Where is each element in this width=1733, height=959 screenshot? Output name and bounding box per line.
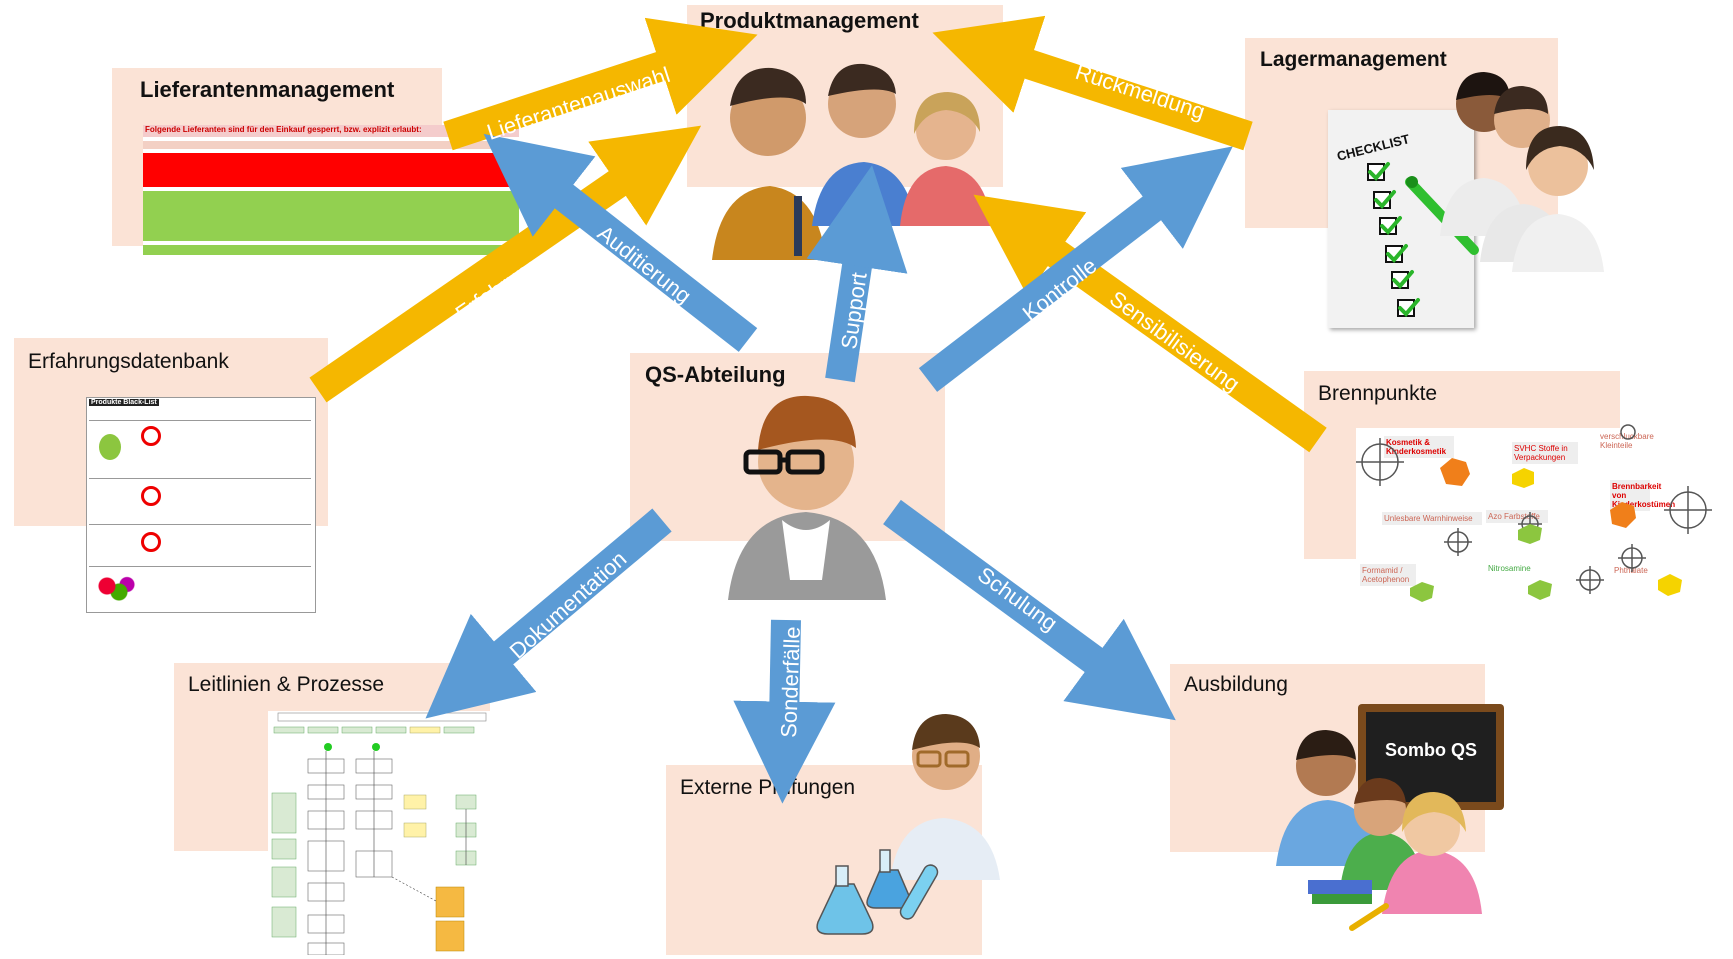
blacklist-row-3 bbox=[89, 524, 311, 565]
title-lagermanagement: Lagermanagement bbox=[1260, 48, 1447, 71]
supplier-allowed-rows-2 bbox=[143, 245, 519, 255]
bp-item-svhc: SVHC Stoffe in Verpackungen bbox=[1512, 442, 1578, 464]
bp-item-nitrosamine: Nitrosamine bbox=[1488, 564, 1531, 573]
arrow-kontrolle bbox=[918, 146, 1233, 392]
balloons-icon bbox=[95, 574, 135, 604]
supplier-blocked-rows bbox=[143, 153, 519, 187]
supplier-sheet-heading: Folgende Lieferanten sind für den Einkau… bbox=[143, 125, 519, 137]
chalkboard-text: Sombo QS bbox=[1384, 740, 1477, 760]
title-erfahrungsdatenbank: Erfahrungsdatenbank bbox=[28, 350, 229, 373]
prohibited-icon-1 bbox=[141, 426, 161, 446]
prohibited-icon-2 bbox=[141, 486, 161, 506]
title-brennpunkte: Brennpunkte bbox=[1318, 382, 1438, 405]
flowchart-graphic bbox=[271, 712, 487, 955]
title-lieferantenmanagement: Lieferantenmanagement bbox=[140, 77, 395, 102]
arrow-schulung bbox=[883, 499, 1176, 721]
label-sensibilisierung: Sensibilisierung bbox=[1105, 286, 1244, 397]
title-ausbildung: Ausbildung bbox=[1184, 673, 1288, 696]
label-auditierung: Auditierung bbox=[593, 220, 696, 308]
bp-item-kosmetik: Kosmetik & Kinderkosmetik bbox=[1384, 436, 1454, 458]
blacklist-row-2 bbox=[89, 478, 311, 523]
blacklist-sheet: Produkte Black-List bbox=[86, 397, 316, 613]
bp-item-warnhinweise: Unlesbare Warnhinweise bbox=[1382, 512, 1482, 525]
title-qs-abteilung: QS-Abteilung bbox=[645, 362, 786, 387]
prohibited-icon-3 bbox=[141, 532, 161, 552]
label-sonderfaelle: Sonderfälle bbox=[776, 626, 805, 738]
arrow-auditierung bbox=[483, 133, 758, 352]
arrow-lieferantenauswahl bbox=[443, 17, 758, 151]
arrow-rueckmeldung bbox=[932, 15, 1253, 151]
label-dokumentation: Dokumentation bbox=[505, 546, 632, 664]
blacklist-row-1 bbox=[89, 420, 311, 477]
process-flowchart bbox=[268, 711, 496, 955]
arrow-support bbox=[806, 165, 908, 383]
supplier-allowed-rows bbox=[143, 191, 519, 241]
blacklist-heading: Produkte Black-List bbox=[89, 399, 159, 406]
arrow-dokumentation bbox=[425, 508, 672, 719]
supplier-header-row bbox=[143, 141, 519, 149]
arrow-sonderfaelle bbox=[733, 619, 836, 804]
apple-icon bbox=[99, 434, 121, 460]
bp-item-phthalate: Phthalate bbox=[1614, 566, 1648, 575]
bp-item-formamid: Formamid / Acetophenon bbox=[1360, 564, 1416, 586]
title-leitlinien: Leitlinien & Prozesse bbox=[188, 673, 385, 696]
blacklist-row-4 bbox=[89, 566, 311, 611]
